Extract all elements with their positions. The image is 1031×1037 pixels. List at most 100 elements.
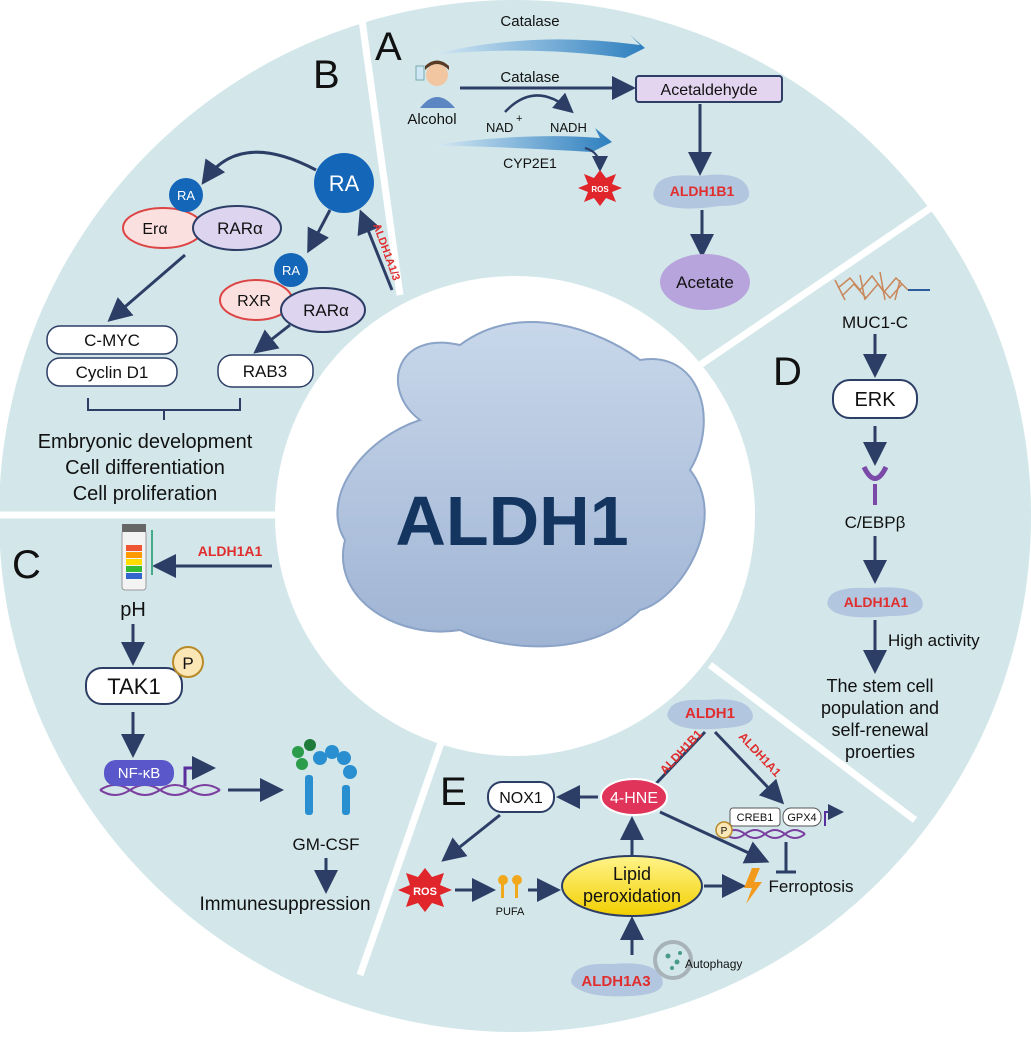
nad-sup: + — [516, 113, 522, 125]
section-e-letter: E — [440, 770, 467, 814]
nad-curve-arrow — [504, 92, 574, 114]
section-d-letter: D — [773, 350, 802, 394]
rara-shape-2 — [280, 287, 366, 333]
era-label: Erα — [142, 221, 167, 238]
immune-label: Immunesuppression — [199, 894, 370, 915]
aldh1b1-blob — [653, 174, 750, 209]
muc1c-label: MUC1-C — [842, 313, 908, 332]
aldh1-label-e: ALDH1 — [685, 705, 735, 722]
section-d: D MUC1-C ERK C/EBPβ ALDH1A1 High activit… — [773, 271, 980, 762]
ra-to-complex1-arrow — [201, 150, 317, 185]
transcription-arrow-e — [824, 804, 844, 826]
acetate-label: Acetate — [676, 273, 734, 292]
cmyc-box — [46, 325, 178, 355]
erk-box — [832, 379, 918, 419]
ferroptosis-label: Ferroptosis — [768, 877, 853, 896]
aldh1a1-to-gpx4-arrow — [713, 730, 785, 805]
gmcsf-label: GM-CSF — [292, 835, 359, 854]
stem-line-3: self-renewal — [831, 720, 928, 740]
stem-line-1: The stem cell — [826, 676, 933, 696]
nfkb-box — [104, 760, 174, 786]
lipid-line-1: Lipid — [613, 864, 651, 884]
aldh1a1-label-c: ALDH1A1 — [198, 543, 263, 559]
dna-strand-e — [724, 829, 806, 839]
ros-label-e: ROS — [413, 886, 437, 898]
ra-small-circle-1 — [169, 178, 203, 212]
cebpb-receptor-icon — [861, 465, 889, 481]
aldh1-blob-e — [667, 699, 753, 730]
transcription-arrow-c — [183, 756, 216, 786]
gmcsf-receptor-icon — [292, 739, 357, 815]
ros-label-a: ROS — [591, 185, 609, 194]
autophagy-label: Autophagy — [685, 957, 742, 971]
tak1-label: TAK1 — [107, 674, 160, 699]
gpx4-label: GPX4 — [787, 812, 816, 824]
phospho-icon-c — [172, 646, 204, 678]
pufa-icon — [498, 875, 522, 898]
p-label-e: P — [721, 826, 728, 837]
cyp-arrow — [432, 128, 612, 152]
rara-shape-1 — [192, 205, 282, 251]
cebpb-label: C/EBPβ — [845, 513, 906, 532]
section-b: B RA Erα RARα RA RA RXR RARα ALDH1A1/3 C… — [38, 53, 402, 505]
muc1c-icon — [834, 271, 930, 301]
pufa-label: PUFA — [496, 906, 525, 918]
section-b-letter: B — [313, 53, 340, 97]
nox1-to-ros-arrow — [441, 813, 501, 862]
rab3-label: RAB3 — [243, 362, 287, 381]
nox1-label: NOX1 — [499, 790, 543, 807]
nfkb-label: NF-κB — [118, 765, 161, 782]
ra-big-label: RA — [329, 171, 360, 196]
creb1-label: CREB1 — [737, 812, 774, 824]
ra-small-label-2: RA — [282, 263, 300, 278]
section-a: A Catalase Catalase Alcohol NAD + NADH C… — [375, 13, 783, 310]
center-aldh1-blob: ALDH1 — [336, 321, 706, 648]
autophagy-icon — [653, 940, 693, 980]
acetaldehyde-label: Acetaldehyde — [661, 82, 758, 99]
p-label-c: P — [182, 654, 193, 673]
acetate-shape — [660, 254, 750, 310]
creb1-box — [729, 807, 781, 827]
aldh1a3-label: ALDH1A3 — [581, 973, 650, 990]
ros-burst-icon — [578, 170, 622, 206]
center-title: ALDH1 — [395, 482, 628, 560]
acetaldehyde-box — [635, 75, 783, 103]
erk-label: ERK — [854, 389, 896, 411]
rab3-box — [217, 354, 314, 388]
aldh1b1-inhibit-line — [648, 730, 707, 792]
cyclin-box — [46, 357, 178, 387]
drinking-person-icon — [415, 60, 455, 108]
ph-label: pH — [120, 599, 146, 621]
tak1-box — [85, 667, 183, 705]
catalase-mid-label: Catalase — [500, 69, 559, 86]
aldh1a1-label-d: ALDH1A1 — [844, 594, 909, 610]
catalase-top-label: Catalase — [500, 13, 559, 30]
aldh1b1-label-a: ALDH1B1 — [670, 183, 735, 199]
section-a-letter: A — [375, 25, 402, 69]
cmyc-label: C-MYC — [84, 331, 140, 350]
rara-label-2: RARα — [303, 301, 349, 320]
outcome-3: Cell proliferation — [73, 483, 218, 505]
hne-label: 4-HNE — [610, 790, 658, 807]
high-activity-label: High activity — [888, 631, 980, 650]
alcohol-label: Alcohol — [407, 111, 456, 128]
ra-big-circle — [314, 153, 374, 213]
ra-small-label-1: RA — [177, 188, 195, 203]
outcome-2: Cell differentiation — [65, 457, 225, 479]
phospho-icon-e — [715, 821, 733, 839]
gpx4-box — [782, 807, 822, 827]
ros-burst-icon-e — [398, 868, 452, 912]
section-c: C ALDH1A1 pH TAK1 P NF-κB — [12, 524, 371, 915]
lipid-line-2: peroxidation — [583, 886, 681, 906]
outcome-1: Embryonic development — [38, 431, 253, 453]
lightning-icon — [744, 868, 762, 904]
arrow-to-rab3 — [253, 323, 291, 354]
ra-to-complex2-arrow — [307, 209, 332, 254]
stem-line-2: population and — [821, 698, 939, 718]
aldh1a1-blob-d — [827, 587, 923, 618]
section-c-letter: C — [12, 543, 41, 587]
aldh1a3-blob — [571, 963, 663, 997]
dna-strand-c — [99, 784, 221, 796]
outcome-bracket — [87, 398, 241, 420]
